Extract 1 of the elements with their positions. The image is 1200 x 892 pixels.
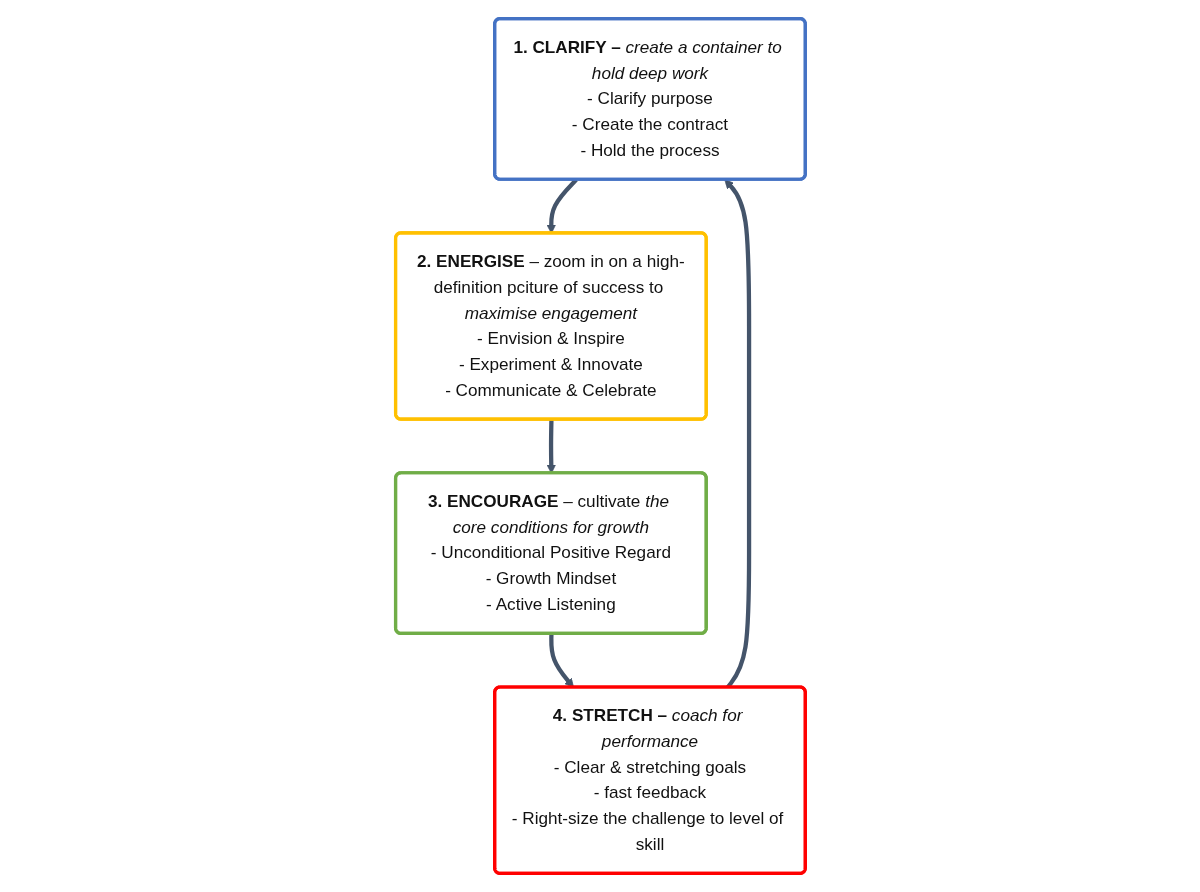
arrow <box>548 633 574 688</box>
